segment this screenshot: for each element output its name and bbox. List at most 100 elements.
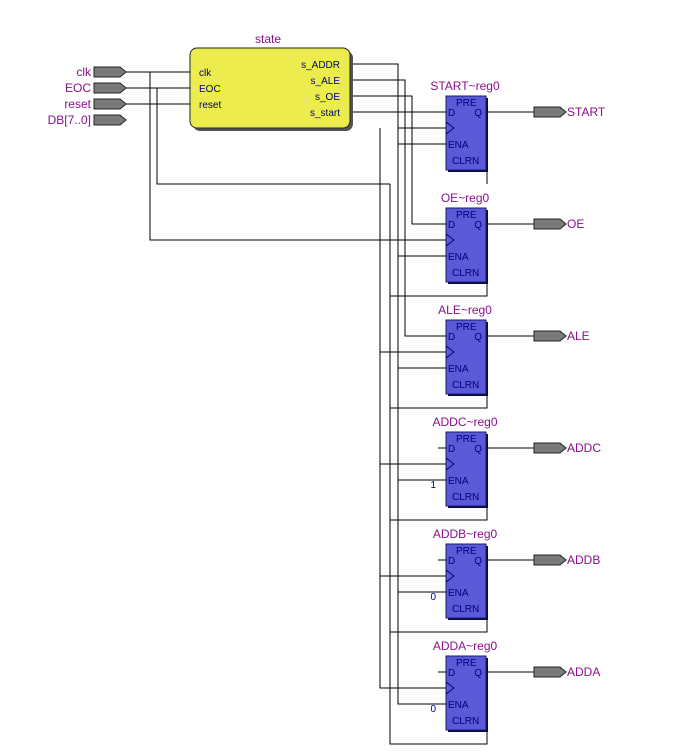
input-port-shape xyxy=(93,114,127,126)
flipflop-body xyxy=(445,655,487,731)
pin-q: Q xyxy=(474,220,482,231)
state-block[interactable]: state clk EOC reset s_ADDR s_ALE s_OE s_… xyxy=(189,32,353,131)
output-port-addb[interactable]: ADDB xyxy=(533,553,600,567)
wire-s-ale xyxy=(352,79,446,337)
pin-pre: PRE xyxy=(456,658,477,669)
clock-triangle-icon xyxy=(445,121,455,135)
output-port-start[interactable]: START xyxy=(533,105,606,119)
pin-q: Q xyxy=(474,108,482,119)
pin-d: D xyxy=(448,108,455,119)
pin-ena: ENA xyxy=(448,140,469,151)
output-port-adda[interactable]: ADDA xyxy=(533,665,600,679)
output-port-shape xyxy=(533,442,567,454)
input-port-eoc[interactable]: EOC xyxy=(65,81,127,95)
pin-ena: ENA xyxy=(448,700,469,711)
output-label: ALE xyxy=(567,329,590,343)
input-port-clk[interactable]: clk xyxy=(76,65,127,79)
clock-triangle-icon xyxy=(445,345,455,359)
pin-clrn: CLRN xyxy=(452,156,479,167)
output-label: START xyxy=(567,105,606,119)
input-ports: clk EOC reset DB[7..0] xyxy=(48,65,127,127)
output-port-ale[interactable]: ALE xyxy=(533,329,590,343)
pin-ena: ENA xyxy=(448,588,469,599)
pin-pre: PRE xyxy=(456,98,477,109)
pin-d: D xyxy=(448,668,455,679)
pin-d: D xyxy=(448,220,455,231)
wire-q-outputs xyxy=(486,111,534,673)
output-port-shape xyxy=(533,666,567,678)
pin-d: D xyxy=(448,556,455,567)
pin-q: Q xyxy=(474,556,482,567)
constant-input-label: 0 xyxy=(430,704,436,715)
output-label: OE xyxy=(567,217,584,231)
pin-clrn: CLRN xyxy=(452,380,479,391)
wire-enable-bus xyxy=(397,128,446,705)
flipflop-body xyxy=(445,95,487,171)
flipflop-body xyxy=(445,543,487,619)
pin-q: Q xyxy=(474,332,482,343)
flipflop-name: ADDC~reg0 xyxy=(432,415,497,429)
flipflop-name: START~reg0 xyxy=(430,79,500,93)
pin-q: Q xyxy=(474,668,482,679)
pin-clrn: CLRN xyxy=(452,604,479,615)
pin-pre: PRE xyxy=(456,322,477,333)
wire-s-oe xyxy=(352,95,446,225)
pin-ena: ENA xyxy=(448,252,469,263)
state-output-start: s_start xyxy=(310,108,340,119)
clock-triangle-icon xyxy=(445,457,455,471)
pin-clrn: CLRN xyxy=(452,268,479,279)
pin-q: Q xyxy=(474,444,482,455)
output-port-oe[interactable]: OE xyxy=(533,217,584,231)
output-label: ADDA xyxy=(567,665,600,679)
flipflop-name: ADDB~reg0 xyxy=(433,527,498,541)
pin-ena: ENA xyxy=(448,476,469,487)
input-port-reset[interactable]: reset xyxy=(64,97,127,111)
constant-input-label: 0 xyxy=(430,592,436,603)
state-input-reset: reset xyxy=(199,100,221,111)
state-output-oe: s_OE xyxy=(315,92,340,103)
output-port-addc[interactable]: ADDC xyxy=(533,441,601,455)
input-port-shape xyxy=(93,66,127,78)
state-output-addr: s_ADDR xyxy=(301,60,340,71)
input-port-db[interactable]: DB[7..0] xyxy=(48,113,127,127)
input-port-shape xyxy=(93,98,127,110)
wire-enable-taps xyxy=(398,143,446,593)
output-port-shape xyxy=(533,106,567,118)
flipflop-body xyxy=(445,207,487,283)
input-label: clk xyxy=(76,65,92,79)
state-block-title: state xyxy=(255,32,281,46)
wire-const-inputs xyxy=(438,447,446,673)
constant-input-label: 1 xyxy=(430,480,436,491)
state-input-eoc: EOC xyxy=(199,84,221,95)
output-port-shape xyxy=(533,218,567,230)
state-input-clk: clk xyxy=(199,68,212,79)
input-label: reset xyxy=(64,97,91,111)
output-port-shape xyxy=(533,554,567,566)
flipflop-body xyxy=(445,319,487,395)
output-label: ADDB xyxy=(567,553,600,567)
pin-d: D xyxy=(448,332,455,343)
clock-triangle-icon xyxy=(445,569,455,583)
wire-clk xyxy=(126,71,446,241)
flipflop-body xyxy=(445,431,487,507)
clock-triangle-icon xyxy=(445,681,455,695)
input-port-shape xyxy=(93,82,127,94)
pin-clrn: CLRN xyxy=(452,716,479,727)
pin-pre: PRE xyxy=(456,210,477,221)
input-label: EOC xyxy=(65,81,91,95)
flipflop-name: ALE~reg0 xyxy=(438,303,492,317)
pin-pre: PRE xyxy=(456,546,477,557)
wire-clock-taps xyxy=(380,351,446,577)
output-ports: START OE ALE ADDC ADDB ADDA xyxy=(533,105,606,679)
state-block-body xyxy=(189,47,351,129)
pin-pre: PRE xyxy=(456,434,477,445)
output-port-shape xyxy=(533,330,567,342)
